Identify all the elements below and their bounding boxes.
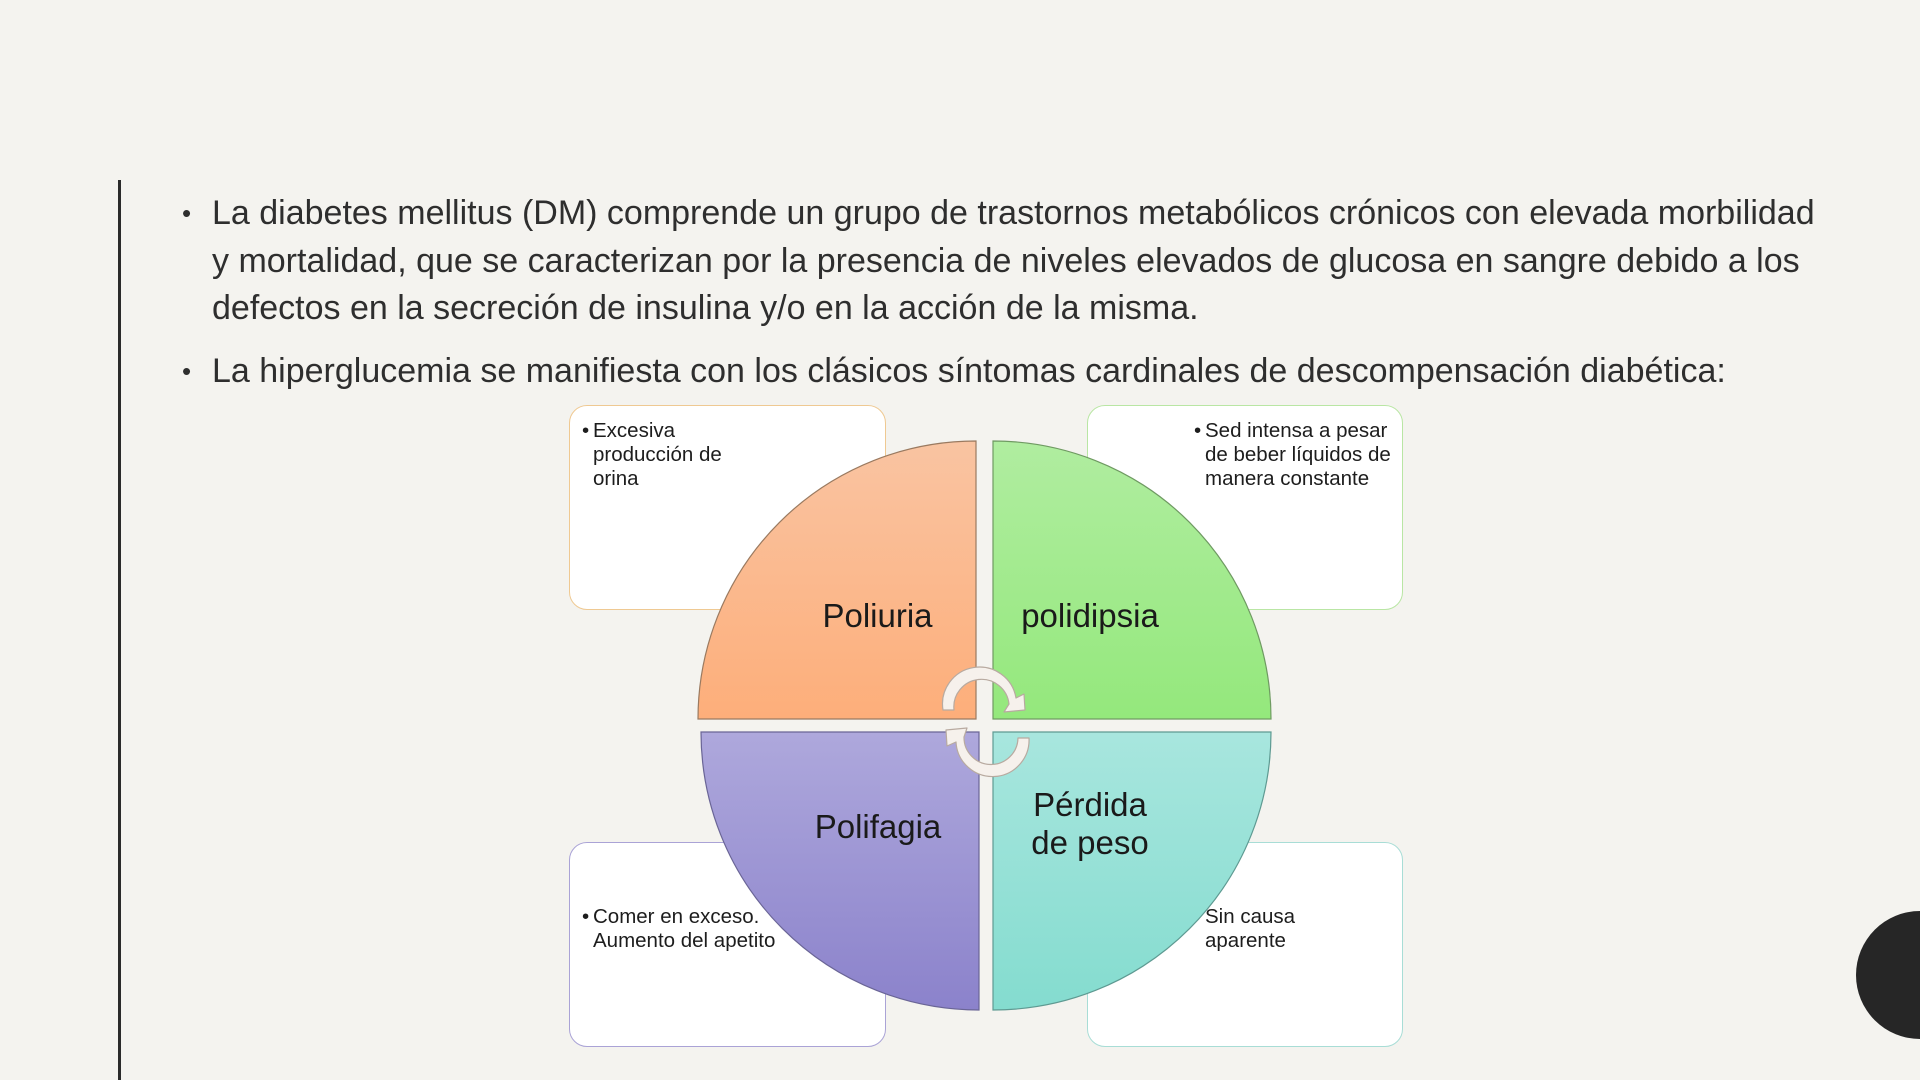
bullet-text: La hiperglucemia se manifiesta con los c… — [212, 351, 1726, 390]
perdida-description-box: Sin causa aparente — [1087, 842, 1403, 1047]
bullet-item: La diabetes mellitus (DM) comprende un g… — [180, 190, 1820, 333]
polifagia-description-box: Comer en exceso. Aumento del apetito — [569, 842, 886, 1047]
bullet-dot — [582, 905, 589, 929]
bullet-dot — [1194, 905, 1201, 929]
polifagia-description: Comer en exceso. Aumento del apetito — [593, 905, 776, 952]
accent-bar — [118, 180, 121, 1080]
poliuria-description: Excesiva producción de orina — [593, 419, 722, 490]
bullet-dot — [1194, 419, 1201, 443]
bullet-dot — [182, 348, 191, 396]
bullet-dot — [582, 419, 589, 443]
bullet-text: La diabetes mellitus (DM) comprende un g… — [212, 194, 1815, 327]
bullet-item: La hiperglucemia se manifiesta con los c… — [180, 348, 1820, 396]
circular-arrows-icon — [941, 666, 1030, 778]
polidipsia-label: polidipsia — [1021, 597, 1159, 634]
bullet-dot — [182, 190, 191, 238]
perdida-description: Sin causa aparente — [1205, 905, 1296, 952]
poliuria-label: Poliuria — [822, 597, 933, 634]
poliuria-description-box: Excesiva producción de orina — [569, 405, 886, 610]
polifagia-label: Polifagia — [814, 808, 942, 845]
corner-circle-decoration — [1856, 911, 1920, 1039]
polidipsia-description-box: Sed intensa a pesar de beber líquidos de… — [1087, 405, 1403, 610]
bullet-list: La diabetes mellitus (DM) comprende un g… — [180, 190, 1820, 410]
perdida-label: Pérdida de peso — [1031, 786, 1149, 861]
polidipsia-description: Sed intensa a pesar de beber líquidos de… — [1205, 419, 1391, 490]
